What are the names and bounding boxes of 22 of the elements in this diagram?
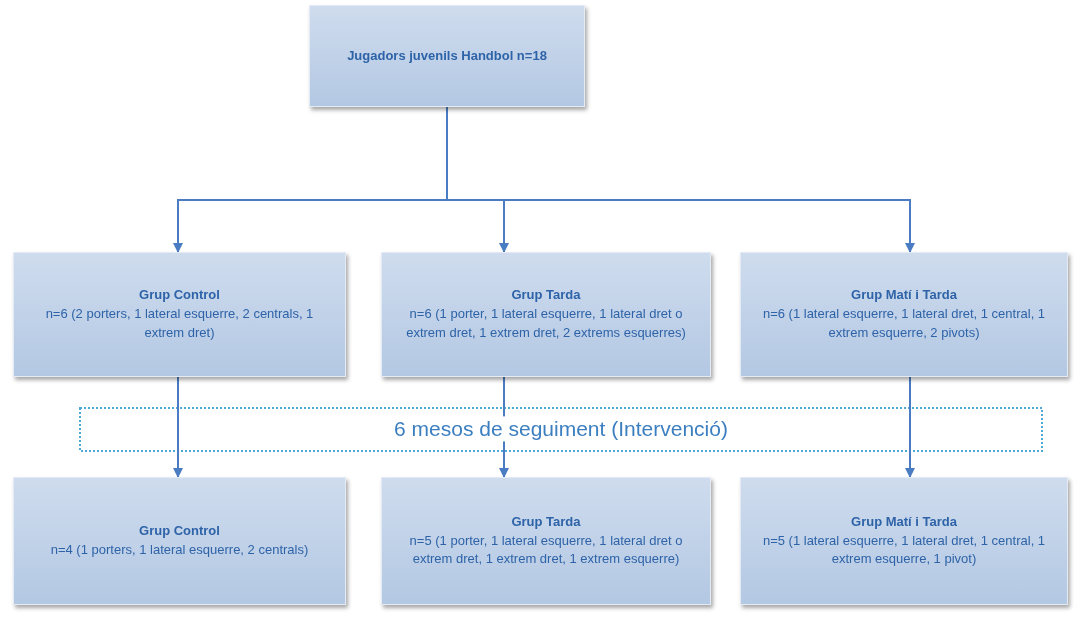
group-title: Grup Control [139,522,220,541]
group-box [309,5,585,107]
arrow [173,376,183,478]
group-box [13,477,346,605]
group-box [381,477,711,605]
group-description: n=6 (1 porter, 1 lateral esquerre, 1 lateral dret o extrem dret, 1 extrem dret, 2 extrems esquerres) [405,305,687,342]
group-title: Grup Tarda [511,512,581,531]
group-box [13,252,346,377]
group-box [740,252,1068,377]
group-description: n=6 (2 porters, 1 lateral esquerre, 2 centrals, 1 extrem dret) [44,305,315,342]
group-description: n=6 (1 lateral esquerre, 1 lateral dret, 1 central, 1 extrem esquerre, 2 pivots) [761,305,1047,342]
group-title: Grup Control [139,286,220,305]
group-box [740,477,1068,605]
group-description: n=5 (1 porter, 1 lateral esquerre, 1 lateral dret o extrem dret, 1 extrem dret, 1 extrem esquerre) [408,531,684,569]
group-box [381,252,711,377]
group-title: Grup Matí i Tarda [851,512,957,531]
group-description: n=4 (1 porters, 1 lateral esquerre, 2 centrals) [50,541,309,559]
group-title: Grup Matí i Tarda [851,286,957,305]
group-description: n=5 (1 lateral esquerre, 1 lateral dret, 1 central, 1 extrem esquerre, 1 pivot) [761,531,1047,569]
arrow [905,376,915,478]
group-title: Jugadors juvenils Handbol n=18 [347,46,547,65]
group-title: Grup Tarda [511,286,581,305]
